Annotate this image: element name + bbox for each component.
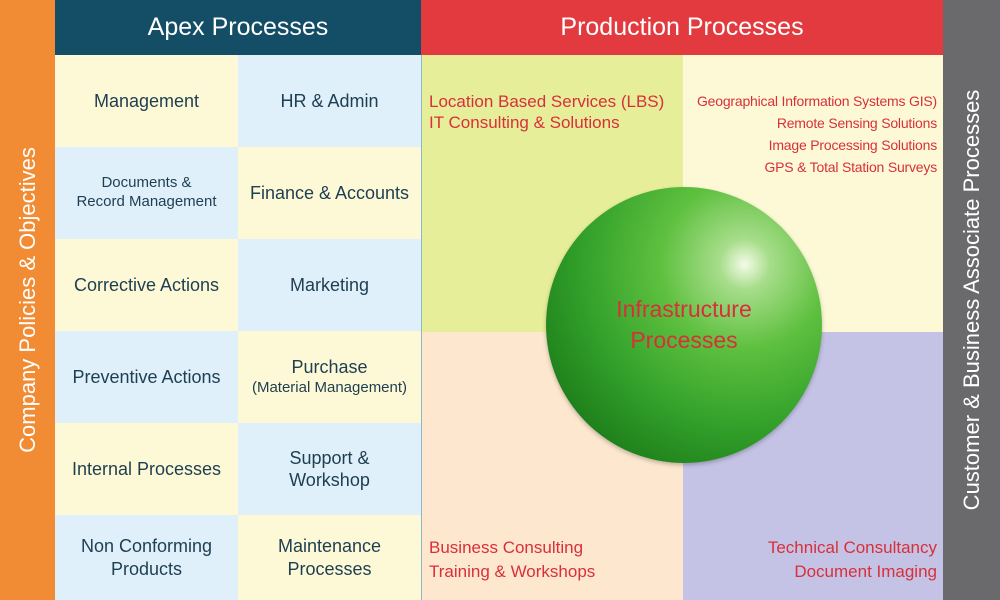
apex-cell-preventive-actions: Preventive Actions bbox=[55, 331, 238, 423]
apex-cell-purchase: Purchase(Material Management) bbox=[238, 331, 421, 423]
apex-cell-corrective-actions: Corrective Actions bbox=[55, 239, 238, 331]
apex-cell-line: Maintenance bbox=[277, 536, 382, 556]
quadrant-top-left-text: Location Based Services (LBS) IT Consult… bbox=[429, 91, 664, 133]
service-item: Document Imaging bbox=[794, 562, 937, 581]
service-item: GPS & Total Station Surveys bbox=[764, 159, 937, 175]
apex-cell-support-workshop: Support &Workshop bbox=[238, 423, 421, 515]
apex-cell-internal-processes: Internal Processes bbox=[55, 423, 238, 515]
apex-cell-line: Purchase bbox=[291, 357, 368, 378]
service-item: Training & Workshops bbox=[429, 562, 596, 581]
apex-cell-line: Non Conforming bbox=[80, 536, 213, 556]
infrastructure-line: Infrastructure bbox=[616, 296, 752, 322]
apex-cell-line: Management bbox=[93, 90, 200, 111]
apex-cell-line: (Material Management) bbox=[251, 378, 408, 396]
company-policies-label: Company Policies & Objectives bbox=[14, 147, 40, 453]
service-item: Geographical Information Systems GIS) bbox=[696, 93, 937, 109]
apex-cell-line: Marketing bbox=[289, 274, 370, 295]
service-item: Location Based Services (LBS) bbox=[429, 92, 665, 111]
company-policies-bar: Company Policies & Objectives bbox=[0, 0, 55, 600]
apex-cell-line: Products bbox=[110, 558, 183, 579]
apex-cell-line: HR & Admin bbox=[280, 90, 379, 111]
apex-cell-line: Documents & bbox=[101, 174, 192, 192]
apex-cell-line: Record Management bbox=[76, 193, 217, 210]
infrastructure-label: Infrastructure Processes bbox=[546, 187, 822, 463]
service-item: IT Consulting & Solutions bbox=[429, 113, 620, 132]
quadrant-bottom-right-text: Technical Consultancy Document Imaging bbox=[768, 536, 937, 584]
apex-cell-documents: Documents &Record Management bbox=[55, 147, 238, 239]
apex-header: Apex Processes bbox=[55, 0, 421, 55]
service-item: Remote Sensing Solutions bbox=[776, 115, 937, 131]
service-item: Business Consulting bbox=[429, 538, 584, 557]
production-header: Production Processes bbox=[421, 0, 943, 55]
apex-cell-marketing: Marketing bbox=[238, 239, 421, 331]
customer-business-label: Customer & Business Associate Processes bbox=[958, 89, 984, 511]
apex-cell-line: Support & bbox=[289, 447, 370, 468]
service-item: Technical Consultancy bbox=[767, 538, 937, 557]
apex-cell-finance-accounts: Finance & Accounts bbox=[238, 147, 421, 239]
apex-cell-hr-admin: HR & Admin bbox=[238, 55, 421, 147]
infrastructure-sphere: Infrastructure Processes bbox=[546, 187, 822, 463]
apex-cell-management: Management bbox=[55, 55, 238, 147]
quadrant-top-right-text: Geographical Information Systems GIS) Re… bbox=[697, 90, 937, 178]
section-divider bbox=[421, 55, 422, 600]
infrastructure-line: Processes bbox=[630, 327, 738, 353]
apex-cell-line: Internal Processes bbox=[71, 458, 222, 479]
apex-cell-line: Workshop bbox=[289, 470, 370, 490]
apex-cell-line: Processes bbox=[287, 558, 372, 579]
customer-business-bar: Customer & Business Associate Processes bbox=[943, 0, 1000, 600]
apex-cell-line: Corrective Actions bbox=[73, 274, 220, 295]
production-title: Production Processes bbox=[560, 13, 804, 41]
apex-cell-line: Preventive Actions bbox=[72, 366, 221, 387]
apex-title: Apex Processes bbox=[147, 13, 329, 41]
quadrant-bottom-left-text: Business Consulting Training & Workshops bbox=[429, 536, 595, 584]
quadrant-bottom-left: Business Consulting Training & Workshops bbox=[422, 332, 683, 600]
service-item: Image Processing Solutions bbox=[768, 137, 938, 153]
apex-cell-line: Finance & Accounts bbox=[249, 182, 410, 203]
